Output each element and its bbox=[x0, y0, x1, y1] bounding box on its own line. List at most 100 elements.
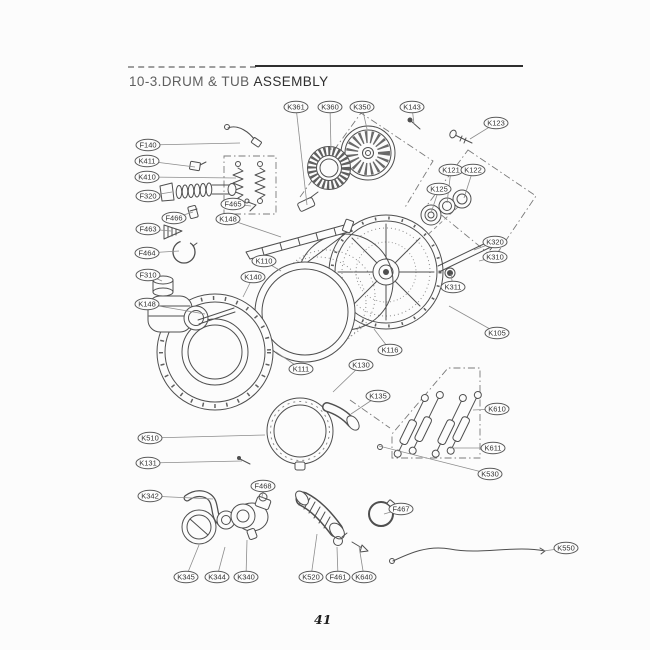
pump-assembly-drawing bbox=[181, 488, 272, 545]
tub-screw-drawing bbox=[237, 456, 251, 465]
svg-text:F467: F467 bbox=[392, 505, 409, 514]
svg-text:K640: K640 bbox=[355, 573, 373, 582]
callout-k611: K611 bbox=[450, 441, 506, 455]
svg-text:K148: K148 bbox=[219, 215, 237, 224]
callout-k130: K130 bbox=[332, 358, 374, 393]
callout-k610: K610 bbox=[472, 402, 510, 416]
svg-text:K510: K510 bbox=[141, 434, 159, 443]
svg-text:K530: K530 bbox=[481, 470, 499, 479]
callout-k116: K116 bbox=[373, 328, 403, 357]
callout-k148: K148 bbox=[215, 212, 282, 238]
drain-bellows-drawing bbox=[295, 490, 369, 553]
callout-k310: K310 bbox=[478, 250, 508, 264]
page-title-dark: ASSEMBLY bbox=[253, 74, 329, 89]
callout-f464: F464 bbox=[134, 246, 180, 260]
inlet-bellows-drawing bbox=[159, 182, 257, 212]
svg-text:F466: F466 bbox=[165, 214, 182, 223]
callout-k340: K340 bbox=[233, 539, 259, 584]
callout-f463: F463 bbox=[135, 222, 172, 236]
svg-text:K143: K143 bbox=[403, 103, 421, 112]
callout-f466: F466 bbox=[161, 211, 194, 225]
callout-k350: K350 bbox=[349, 100, 375, 130]
svg-text:F310: F310 bbox=[139, 271, 156, 280]
callout-k311: K311 bbox=[440, 273, 466, 294]
callout-k320: K320 bbox=[473, 235, 508, 251]
rear-tub-drawing bbox=[328, 214, 444, 330]
callout-f310: F310 bbox=[135, 268, 163, 282]
callout-k510: K510 bbox=[137, 431, 266, 445]
svg-text:K110: K110 bbox=[256, 257, 273, 266]
mount-rail-drawing bbox=[245, 218, 355, 260]
callout-k411: K411 bbox=[134, 154, 196, 168]
svg-text:K130: K130 bbox=[352, 361, 370, 370]
svg-text:K360: K360 bbox=[321, 103, 339, 112]
callout-f468: F468 bbox=[250, 479, 276, 499]
svg-text:K311: K311 bbox=[445, 283, 462, 292]
callout-k530: K530 bbox=[378, 445, 503, 481]
bearing-cluster-drawing bbox=[420, 189, 472, 226]
callout-k344: K344 bbox=[204, 546, 230, 584]
svg-text:K344: K344 bbox=[208, 573, 226, 582]
callout-k410: K410 bbox=[134, 170, 237, 184]
svg-text:K410: K410 bbox=[138, 173, 156, 182]
callout-k342: K342 bbox=[137, 489, 214, 503]
cone-part-drawing bbox=[163, 224, 183, 240]
callout-k111: K111 bbox=[275, 351, 314, 376]
wire-lead-drawing bbox=[224, 124, 262, 148]
svg-text:F464: F464 bbox=[138, 249, 155, 258]
rotor-bolt-drawing bbox=[407, 117, 421, 130]
svg-text:K131: K131 bbox=[139, 459, 157, 468]
svg-text:F320: F320 bbox=[139, 192, 156, 201]
page-number: 41 bbox=[314, 612, 332, 627]
svg-text:K520: K520 bbox=[302, 573, 320, 582]
svg-text:F465: F465 bbox=[224, 200, 241, 209]
callout-k122: K122 bbox=[460, 163, 486, 199]
svg-text:K342: K342 bbox=[141, 492, 159, 501]
callout-k125: K125 bbox=[426, 182, 452, 214]
callout-k345: K345 bbox=[173, 544, 200, 584]
gasket-assembly-drawing bbox=[266, 397, 360, 471]
svg-text:F463: F463 bbox=[139, 225, 156, 234]
wire-loop-drawing bbox=[172, 240, 198, 264]
svg-text:F468: F468 bbox=[254, 482, 271, 491]
holder-clamp-drawing bbox=[189, 160, 207, 172]
stator-drawing bbox=[297, 146, 351, 212]
svg-text:F461: F461 bbox=[329, 573, 346, 582]
callout-k361: K361 bbox=[283, 100, 309, 206]
svg-text:K550: K550 bbox=[557, 544, 575, 553]
callout-k110: K110 bbox=[251, 254, 282, 272]
callout-f461: F461 bbox=[325, 546, 351, 584]
callout-k143: K143 bbox=[399, 100, 425, 125]
tub-bracket-drawing bbox=[437, 241, 495, 279]
callout-k360: K360 bbox=[317, 100, 343, 151]
svg-text:K148: K148 bbox=[138, 300, 156, 309]
svg-text:K310: K310 bbox=[486, 253, 504, 262]
svg-text:K610: K610 bbox=[488, 405, 506, 414]
svg-text:K140: K140 bbox=[244, 273, 262, 282]
callout-f467: F467 bbox=[383, 502, 414, 516]
hose-clamp-ring-drawing bbox=[368, 499, 396, 527]
suspension-springs-drawing bbox=[232, 161, 266, 204]
callout-f465: F465 bbox=[220, 197, 252, 211]
svg-text:K111: K111 bbox=[293, 365, 309, 374]
svg-text:K411: K411 bbox=[139, 157, 156, 166]
callout-k131: K131 bbox=[135, 456, 243, 470]
rotor-drawing bbox=[340, 125, 396, 181]
callout-k148: K148 bbox=[134, 297, 206, 315]
svg-text:K121: K121 bbox=[442, 166, 460, 175]
mount-rail-2-drawing bbox=[197, 307, 236, 325]
callout-f320: F320 bbox=[135, 189, 173, 203]
svg-text:K105: K105 bbox=[488, 329, 506, 338]
callout-k550: K550 bbox=[542, 541, 579, 555]
page-title-light: 10-3.DRUM & TUB bbox=[129, 74, 250, 89]
svg-text:K116: K116 bbox=[382, 346, 399, 355]
callout-k123: K123 bbox=[469, 116, 509, 140]
svg-text:K361: K361 bbox=[287, 103, 305, 112]
svg-text:K122: K122 bbox=[464, 166, 482, 175]
svg-text:K350: K350 bbox=[353, 103, 371, 112]
header-rule-light bbox=[128, 66, 256, 68]
callout-k135: K135 bbox=[350, 389, 391, 415]
